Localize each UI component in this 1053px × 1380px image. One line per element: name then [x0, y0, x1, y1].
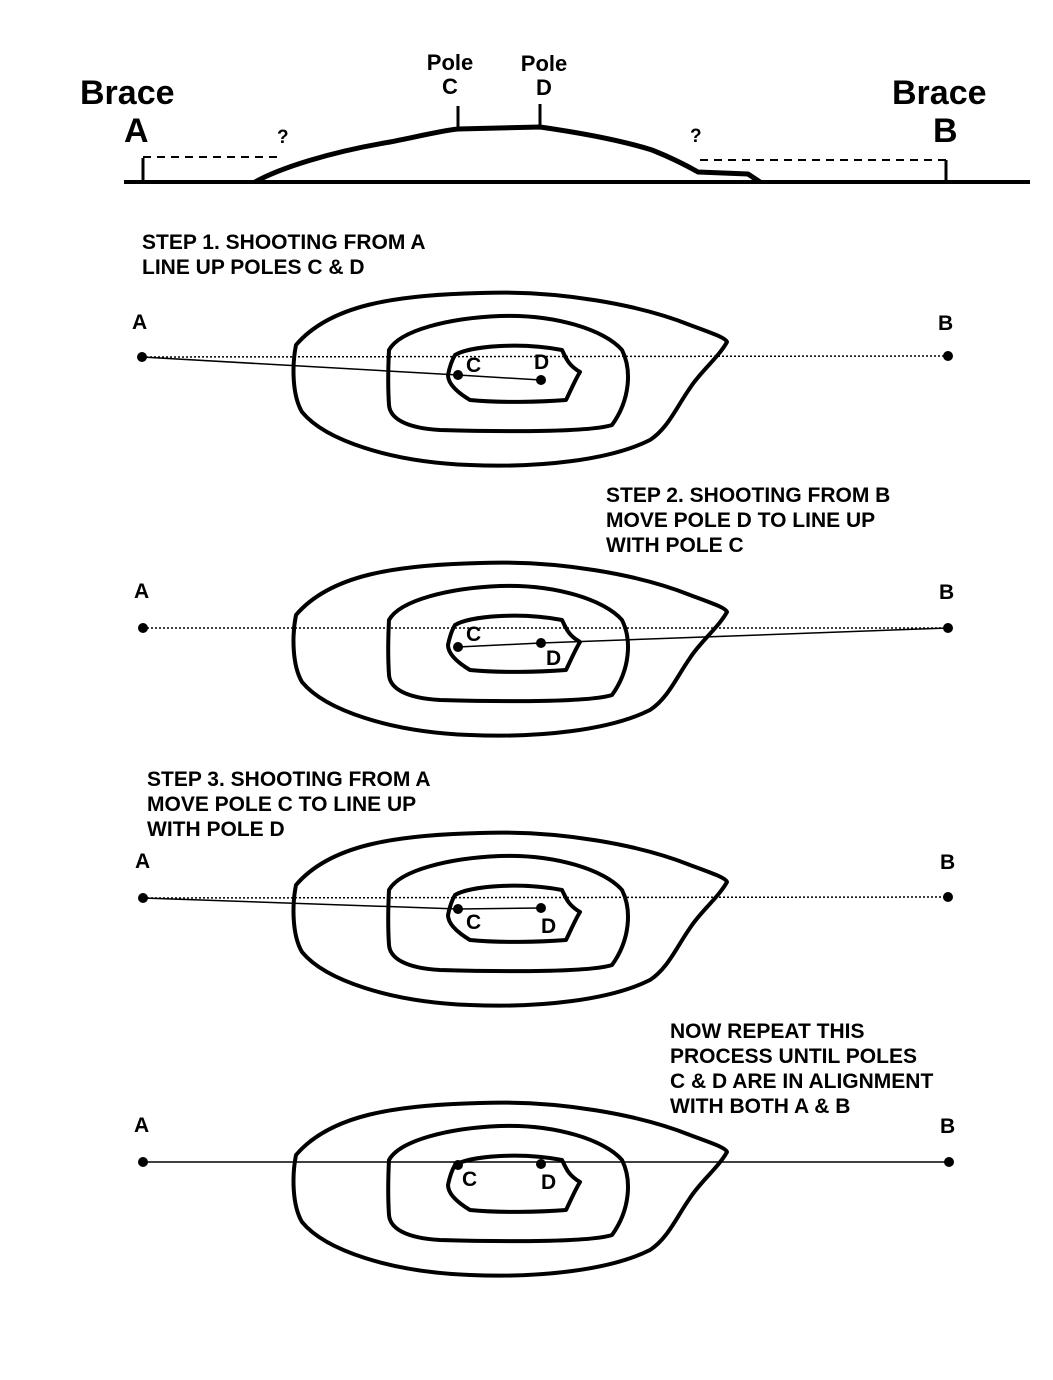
pole-c-letter: C	[442, 74, 458, 99]
panel-2-label-d: D	[546, 647, 562, 670]
panel-step-2	[138, 560, 953, 738]
step-2-instructions: STEP 2. SHOOTING FROM B MOVE POLE D TO L…	[606, 484, 891, 557]
panel-2-label-c: C	[466, 623, 482, 646]
sight-line-a-to-c	[142, 897, 459, 910]
unknown-left-mark: ?	[277, 127, 289, 148]
point-a	[138, 893, 148, 903]
pole-d-letter: D	[536, 75, 552, 100]
panel-2-label-b: B	[939, 581, 955, 604]
pole-d-dot	[536, 903, 546, 913]
profile-view	[124, 104, 1030, 185]
contour-map	[291, 1100, 729, 1278]
baseline-dotted	[142, 896, 949, 899]
step-3-instructions: STEP 3. SHOOTING FROM A MOVE POLE C TO L…	[147, 768, 431, 841]
pole-c-word: Pole	[426, 50, 474, 75]
pole-d-word: Pole	[520, 51, 568, 76]
contour-map	[291, 560, 729, 738]
sight-line-a-to-c	[141, 356, 459, 376]
panel-1-label-b: B	[938, 312, 954, 335]
contour-map	[291, 830, 729, 1008]
brace-a-letter: A	[124, 112, 149, 150]
pole-c-dot	[453, 904, 463, 914]
point-b	[943, 892, 953, 902]
panel-1-label-a: A	[132, 311, 148, 334]
sight-line-b-to-d	[540, 627, 949, 644]
panel-1-label-d: D	[534, 351, 550, 374]
brace-a-word: Brace	[80, 74, 175, 112]
step-1-instructions: STEP 1. SHOOTING FROM A LINE UP POLES C …	[142, 231, 426, 279]
point-a	[137, 352, 147, 362]
panel-step-3	[138, 830, 953, 1008]
contour-map	[291, 290, 729, 468]
panel-step-1	[137, 290, 953, 468]
pole-c-dot	[453, 370, 463, 380]
unknown-right-mark: ?	[690, 126, 702, 147]
point-a	[138, 623, 148, 633]
pole-d-dot	[536, 375, 546, 385]
panel-final	[138, 1100, 954, 1278]
point-b	[943, 351, 953, 361]
brace-b-letter: B	[933, 112, 958, 150]
brace-b-word: Brace	[892, 74, 987, 112]
panel-3-label-b: B	[940, 851, 956, 874]
pole-c-to-d-line	[457, 907, 542, 910]
panel-4-label-d: D	[541, 1171, 557, 1194]
panel-1-label-c: C	[466, 354, 482, 377]
pole-c-dot	[453, 642, 463, 652]
pole-c-dot	[453, 1160, 463, 1170]
point-b	[944, 1157, 954, 1167]
pole-c-to-d-line	[457, 642, 542, 648]
panel-3-label-a: A	[135, 850, 151, 873]
point-b	[943, 623, 953, 633]
point-a	[138, 1157, 148, 1167]
hill-profile	[253, 124, 762, 185]
pole-c-to-d-line	[457, 374, 542, 381]
panel-4-label-c: C	[462, 1168, 478, 1191]
pole-d-dot	[536, 638, 546, 648]
final-instructions: NOW REPEAT THIS PROCESS UNTIL POLES C & …	[670, 1020, 934, 1118]
panel-3-label-d: D	[541, 915, 557, 938]
pole-d-dot	[536, 1159, 546, 1169]
panel-3-label-c: C	[466, 911, 482, 934]
panel-4-label-b: B	[940, 1115, 956, 1138]
panel-4-label-a: A	[134, 1114, 150, 1137]
panel-2-label-a: A	[134, 580, 150, 603]
